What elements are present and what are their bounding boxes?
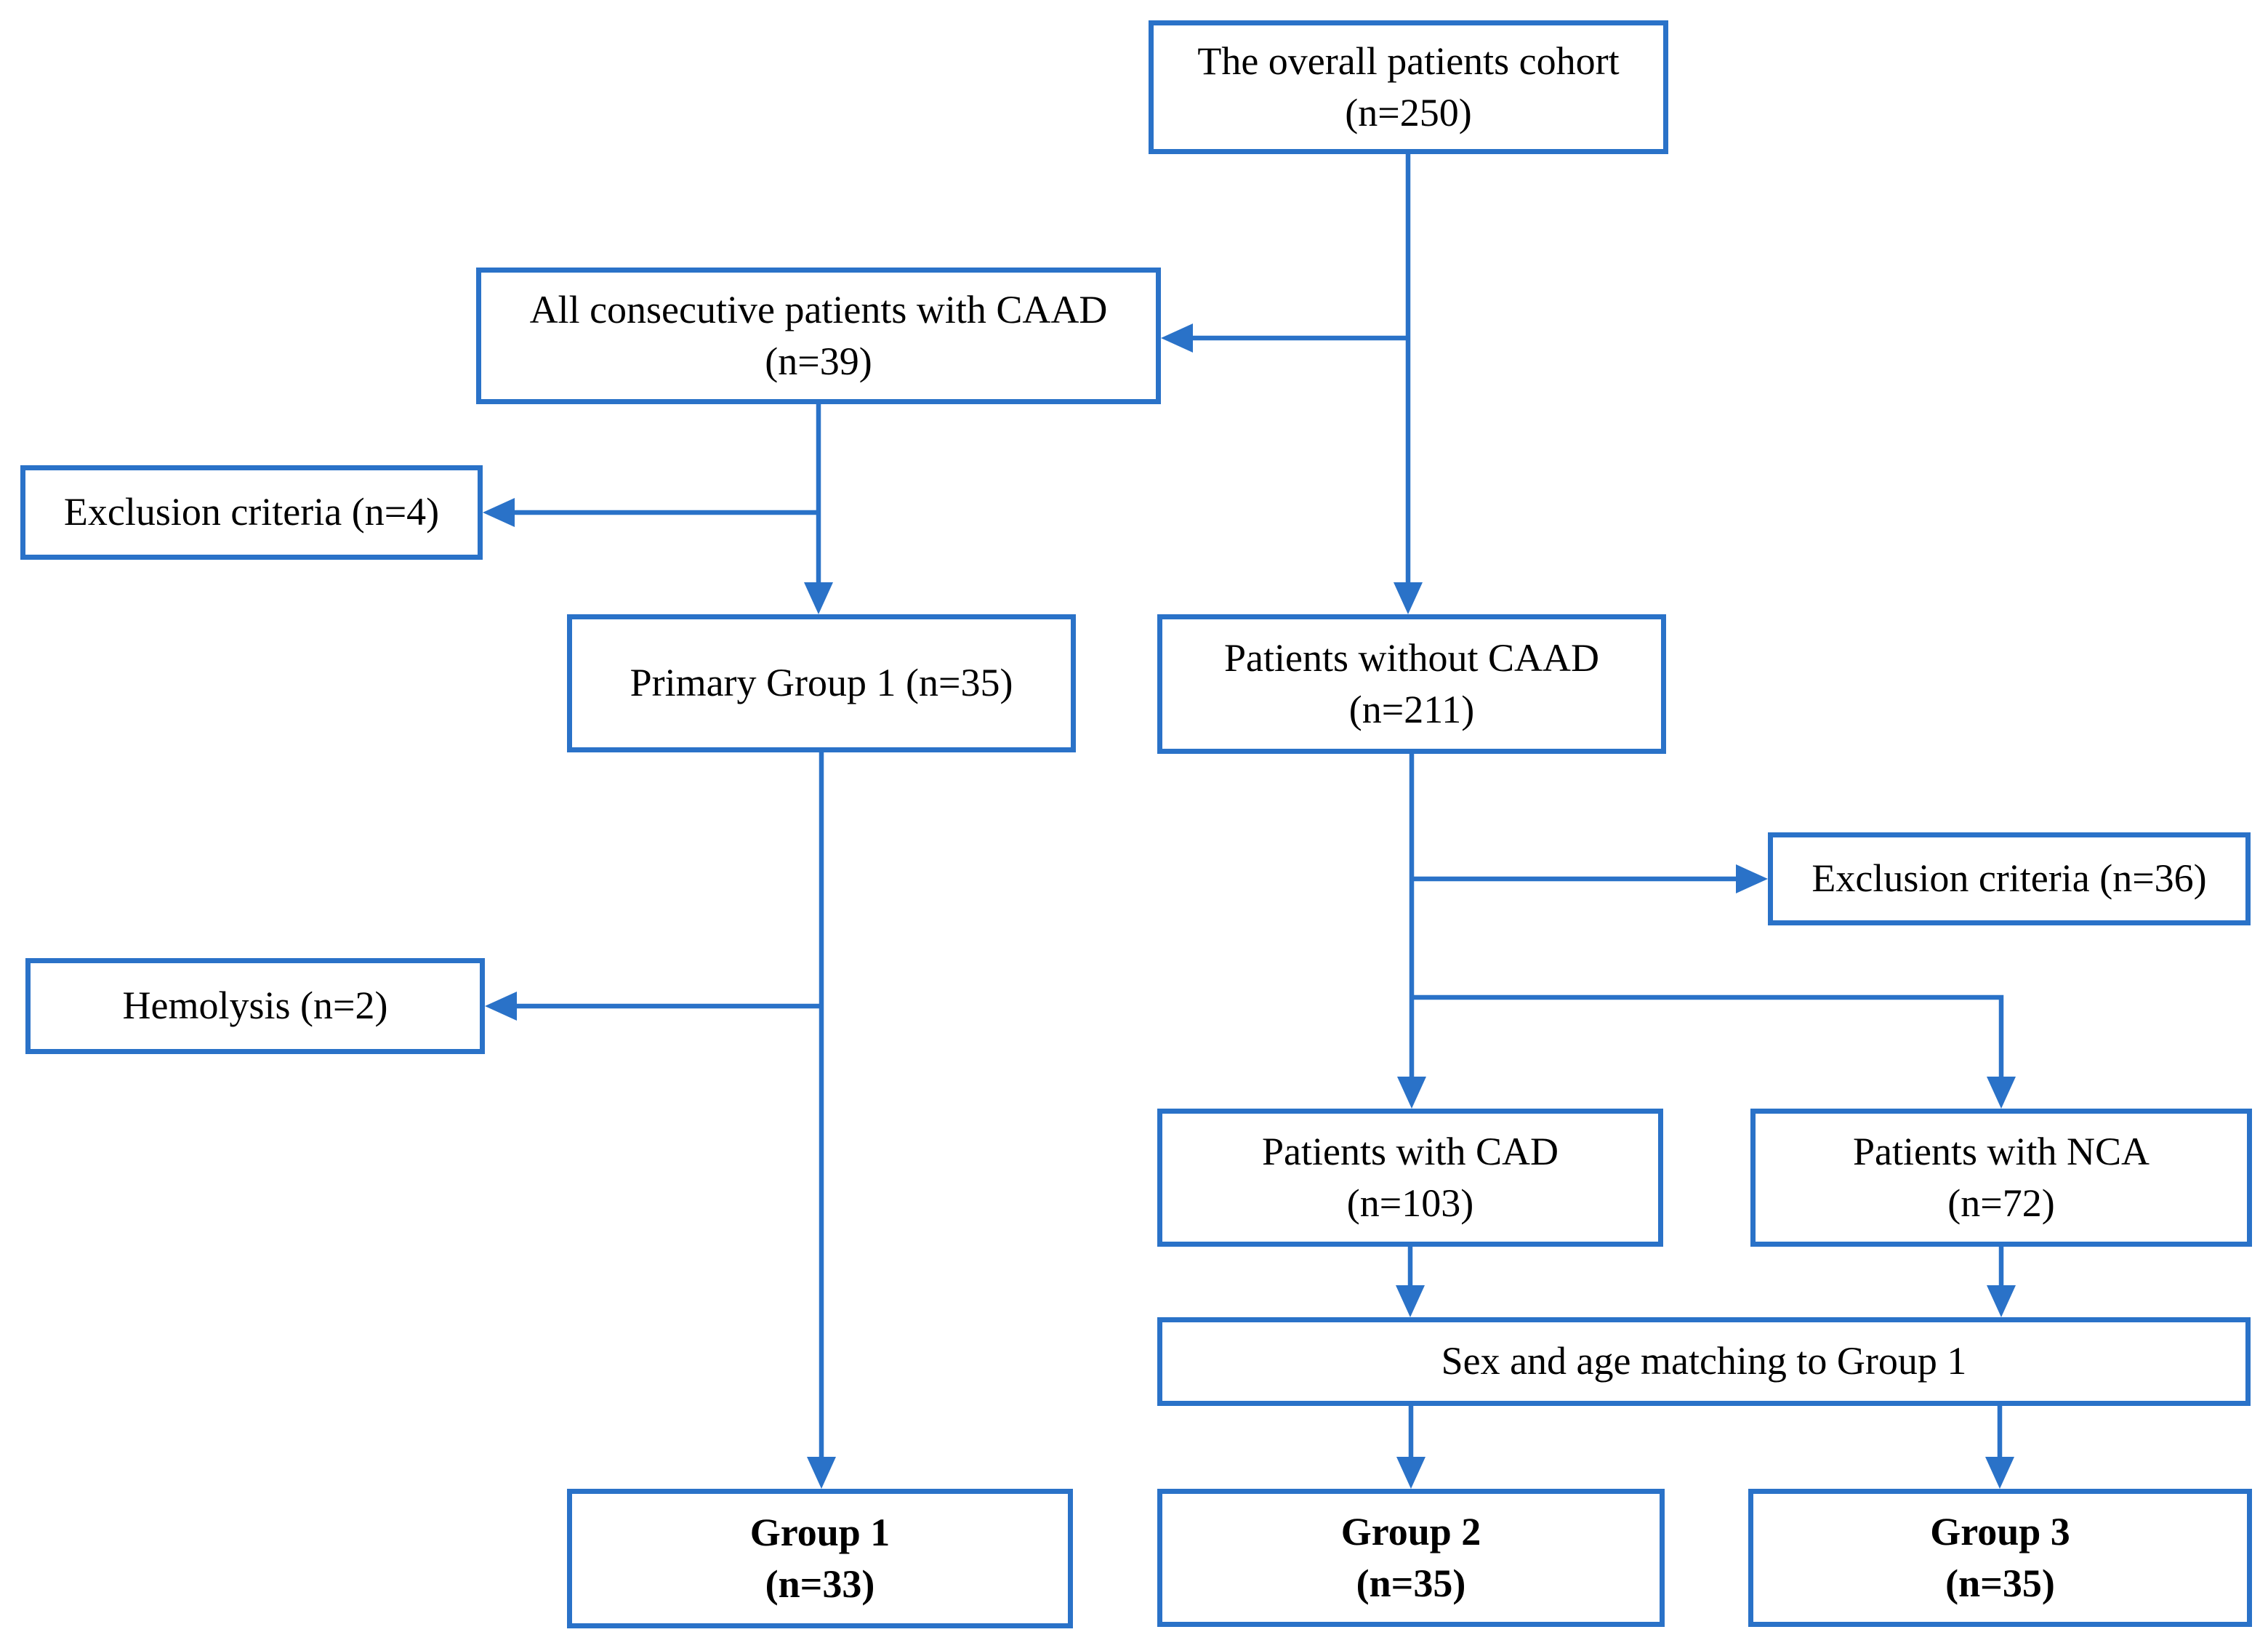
node-patients-cad-text: Patients with CAD xyxy=(1261,1129,1559,1173)
node-hemolysis-text: Hemolysis (n=2) xyxy=(122,984,388,1028)
connector-matching-to-group-3 xyxy=(1985,1406,2014,1489)
connector-matching-to-group-2 xyxy=(1396,1406,1425,1489)
node-group-3: Group 3 (n=35) xyxy=(1748,1489,2252,1627)
node-exclusion-criteria-36-text: Exclusion criteria (n=36) xyxy=(1811,856,2207,901)
node-patients-nca-text: Patients with NCA xyxy=(1852,1129,2150,1173)
node-primary-group-1-text: Primary Group 1 (n=35) xyxy=(630,661,1013,705)
node-patients-cad-count: (n=103) xyxy=(1346,1181,1474,1225)
connector-branch-to-exclusion-4 xyxy=(483,498,819,527)
connector-nca-to-matching xyxy=(1987,1247,2016,1317)
node-group-2-count: (n=35) xyxy=(1356,1561,1466,1605)
node-sex-age-matching: Sex and age matching to Group 1 xyxy=(1157,1317,2251,1406)
node-patients-nca: Patients with NCA (n=72) xyxy=(1750,1109,2252,1247)
node-group-3-count: (n=35) xyxy=(1945,1561,2055,1605)
node-group-2: Group 2 (n=35) xyxy=(1157,1489,1665,1627)
node-overall-cohort-text: The overall patients cohort xyxy=(1197,39,1620,83)
node-group-1-count: (n=33) xyxy=(765,1562,875,1606)
node-without-caad-count: (n=211) xyxy=(1348,688,1475,731)
node-overall-cohort-count: (n=250) xyxy=(1345,91,1472,134)
node-hemolysis: Hemolysis (n=2) xyxy=(25,958,485,1054)
node-group-3-text: Group 3 xyxy=(1930,1509,2070,1553)
node-group-1: Group 1 (n=33) xyxy=(567,1489,1073,1628)
node-consecutive-caad-count: (n=39) xyxy=(765,339,872,383)
node-consecutive-caad: All consecutive patients with CAAD (n=39… xyxy=(476,268,1161,404)
node-without-caad: Patients without CAAD (n=211) xyxy=(1157,614,1666,754)
connector-without-caad-to-patients-nca xyxy=(1412,994,2016,1109)
node-exclusion-criteria-4-text: Exclusion criteria (n=4) xyxy=(63,490,440,534)
connector-without-caad-to-patients-cad xyxy=(1397,754,1426,1109)
connector-cad-to-matching xyxy=(1396,1247,1425,1317)
node-exclusion-criteria-36: Exclusion criteria (n=36) xyxy=(1768,832,2251,925)
connector-caad-to-primary-group-1 xyxy=(804,404,833,614)
node-group-1-text: Group 1 xyxy=(749,1510,890,1554)
node-primary-group-1: Primary Group 1 (n=35) xyxy=(567,614,1076,752)
connector-primary-group-1-to-group-1 xyxy=(807,752,836,1489)
connector-trunk-to-consecutive-caad xyxy=(1161,323,1408,353)
connector-overall-to-without-caad xyxy=(1394,154,1423,614)
node-sex-age-matching-text: Sex and age matching to Group 1 xyxy=(1441,1339,1967,1383)
node-patients-cad: Patients with CAD (n=103) xyxy=(1157,1109,1663,1247)
node-without-caad-text: Patients without CAAD xyxy=(1223,635,1599,680)
node-exclusion-criteria-4: Exclusion criteria (n=4) xyxy=(20,465,483,560)
node-group-2-text: Group 2 xyxy=(1340,1509,1481,1553)
connector-branch-to-hemolysis xyxy=(485,992,821,1021)
node-consecutive-caad-text: All consecutive patients with CAAD xyxy=(529,287,1108,331)
connector-branch-to-exclusion-36 xyxy=(1412,864,1768,893)
node-overall-cohort: The overall patients cohort (n=250) xyxy=(1149,20,1668,154)
node-patients-nca-count: (n=72) xyxy=(1947,1181,2055,1225)
